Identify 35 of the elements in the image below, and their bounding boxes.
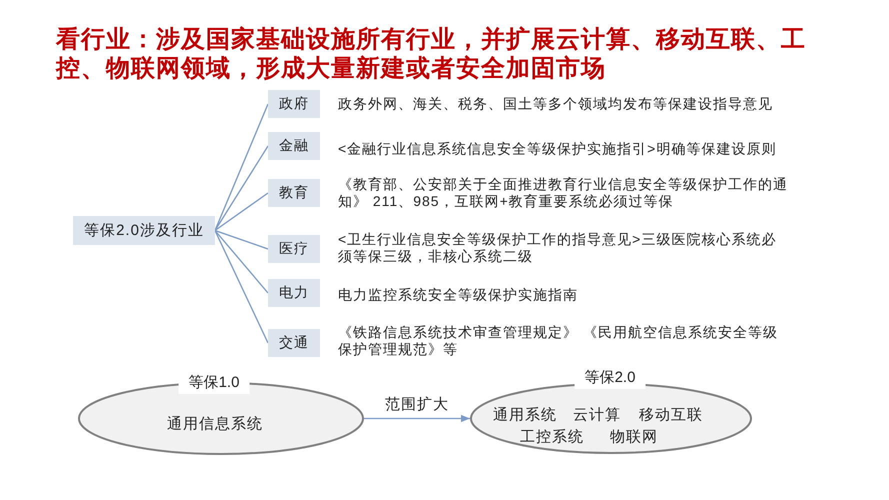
requirement-text: 电力监控系统安全等级保护实施指南 (338, 286, 579, 304)
category-box (268, 90, 320, 118)
category-box (268, 235, 320, 263)
category-box (268, 329, 320, 357)
category-label: 政府 (279, 95, 309, 113)
topic-box (73, 216, 215, 245)
requirement-text: 《铁路信息系统技术审查管理规定》 《民用航空信息系统安全等级保护管理规范》等 (338, 324, 779, 358)
requirement-text: 政务外网、海关、税务、国土等多个领域均发布等保建设指导意见 (338, 96, 774, 112)
category-label: 金融 (279, 137, 309, 155)
category-label: 电力 (279, 284, 309, 302)
category-box (268, 179, 320, 207)
connector-line (214, 230, 269, 344)
ellipse-heading: 等保1.0 (178, 372, 250, 394)
system-type-label: 工控系统 (520, 428, 584, 446)
requirement-text: <金融行业信息系统信息安全等级保护实施指引>明确等保建设原则 (338, 140, 778, 158)
category-label: 教育 (279, 184, 309, 202)
connector-line (214, 146, 269, 231)
connector-line (214, 230, 268, 250)
system-type-label: 物联网 (610, 428, 658, 446)
category-box (268, 132, 320, 160)
topic-label: 等保2.0涉及行业 (84, 221, 204, 240)
arrow (364, 414, 470, 422)
category-box (268, 279, 320, 307)
connector-line (214, 192, 268, 232)
category-label: 医疗 (279, 240, 309, 258)
system-type-label: 移动互联 (639, 406, 703, 424)
ellipse-heading: 等保2.0 (574, 367, 646, 389)
requirement-text: <卫生行业信息安全等级保护工作的指导意见>三级医院核心系统必须等保三级，非核心系统二级 (338, 231, 778, 265)
system-type-label: 云计算 (573, 406, 621, 424)
category-label: 交通 (279, 334, 309, 352)
connector-line (214, 230, 268, 294)
slide-title: 看行业：涉及国家基础设施所有行业，并扩展云计算、移动互联、工控、物联网领域，形成大量新建或者安全加固市场 (56, 25, 807, 83)
system-type-label: 通用信息系统 (167, 416, 263, 432)
requirement-text: 《教育部、公安部关于全面推进教育行业信息安全等级保护工作的通知》 211、985，互联网+教育重要系统必须过等保 (338, 176, 789, 210)
system-type-label: 通用系统 (493, 406, 557, 424)
